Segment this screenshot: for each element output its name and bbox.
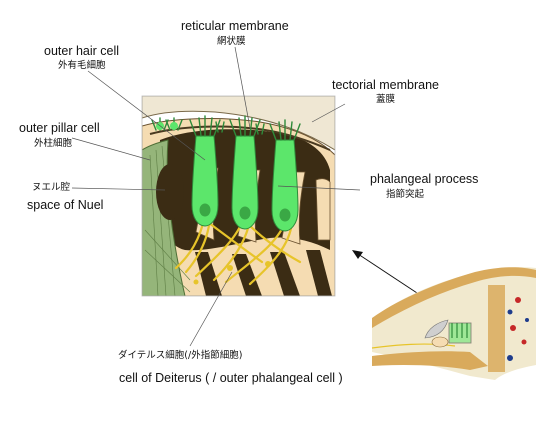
outer-hair-cells [191, 135, 299, 232]
reticular-membrane-label-jp: 網状膜 [217, 36, 246, 47]
inset-highlight-box [448, 322, 472, 344]
reticular-membrane-label: reticular membrane [181, 19, 289, 33]
tectorial-membrane-shape [142, 96, 335, 151]
space-of-nuel-shape [156, 164, 184, 220]
hair-cell-nuclei [199, 203, 291, 222]
magnified-view [142, 96, 335, 296]
outer-hair-cell-label-jp: 外有毛細胞 [58, 60, 106, 71]
tectorial-membrane-label: tectorial membrane [332, 78, 439, 92]
outer-pillar-cell-label-jp: 外柱細胞 [34, 138, 73, 149]
cochlea-inset [371, 267, 536, 380]
deiters-cell-label-jp: ダイテルス細胞(/外指節細胞) [118, 350, 243, 361]
nerve-dots [193, 261, 271, 285]
deiters-cell-label: cell of Deiterus ( / outer phalangeal ce… [119, 371, 343, 385]
reticular-lamina [149, 125, 331, 151]
tectorial-membrane-label-jp: 蓋膜 [376, 94, 396, 105]
space-of-nuel-label: space of Nuel [27, 198, 104, 212]
space-of-nuel-label-jp: ヌエル腔 [32, 182, 71, 193]
outer-pillar-cell-label: outer pillar cell [19, 121, 100, 135]
outer-hair-cell-label: outer hair cell [44, 44, 120, 58]
phalangeal-process-label-jp: 指節突起 [386, 189, 425, 200]
support-columns [195, 250, 332, 296]
phalangeal-process-label: phalangeal process [370, 172, 479, 186]
stereocilia [151, 115, 301, 141]
leader-lines [71, 46, 361, 347]
